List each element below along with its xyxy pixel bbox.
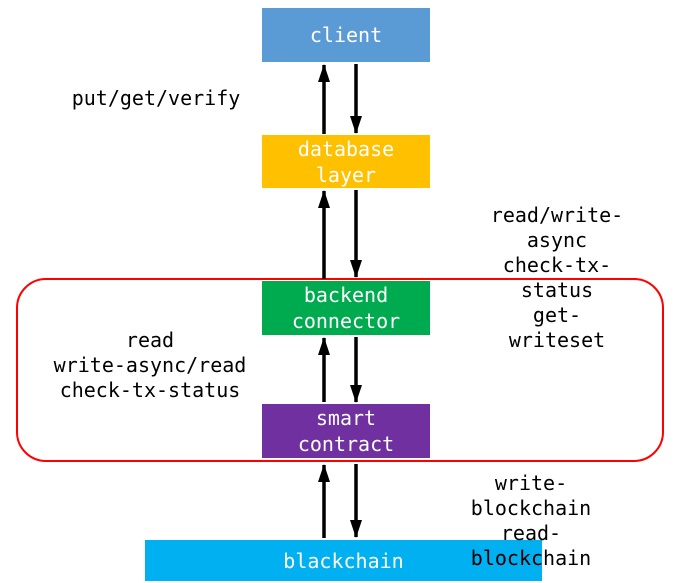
edge-label-smart-blackchain: write-blockchain read-blockchain: [470, 471, 592, 570]
trust-boundary-outline: [16, 278, 664, 462]
node-client: client: [262, 8, 430, 62]
node-database-layer: database layer: [262, 135, 430, 188]
node-backend-connector: backend connector: [262, 281, 430, 335]
node-smart-contract: smart contract: [262, 404, 430, 458]
edge-label-backend-smart: read write-async/read check-tx-status: [53, 328, 247, 402]
edge-label-database-backend: read/write-async check-tx-status get-wri…: [490, 203, 624, 352]
edge-label-client-database: put/get/verify: [71, 86, 241, 110]
node-blackchain: blackchain: [145, 540, 542, 581]
